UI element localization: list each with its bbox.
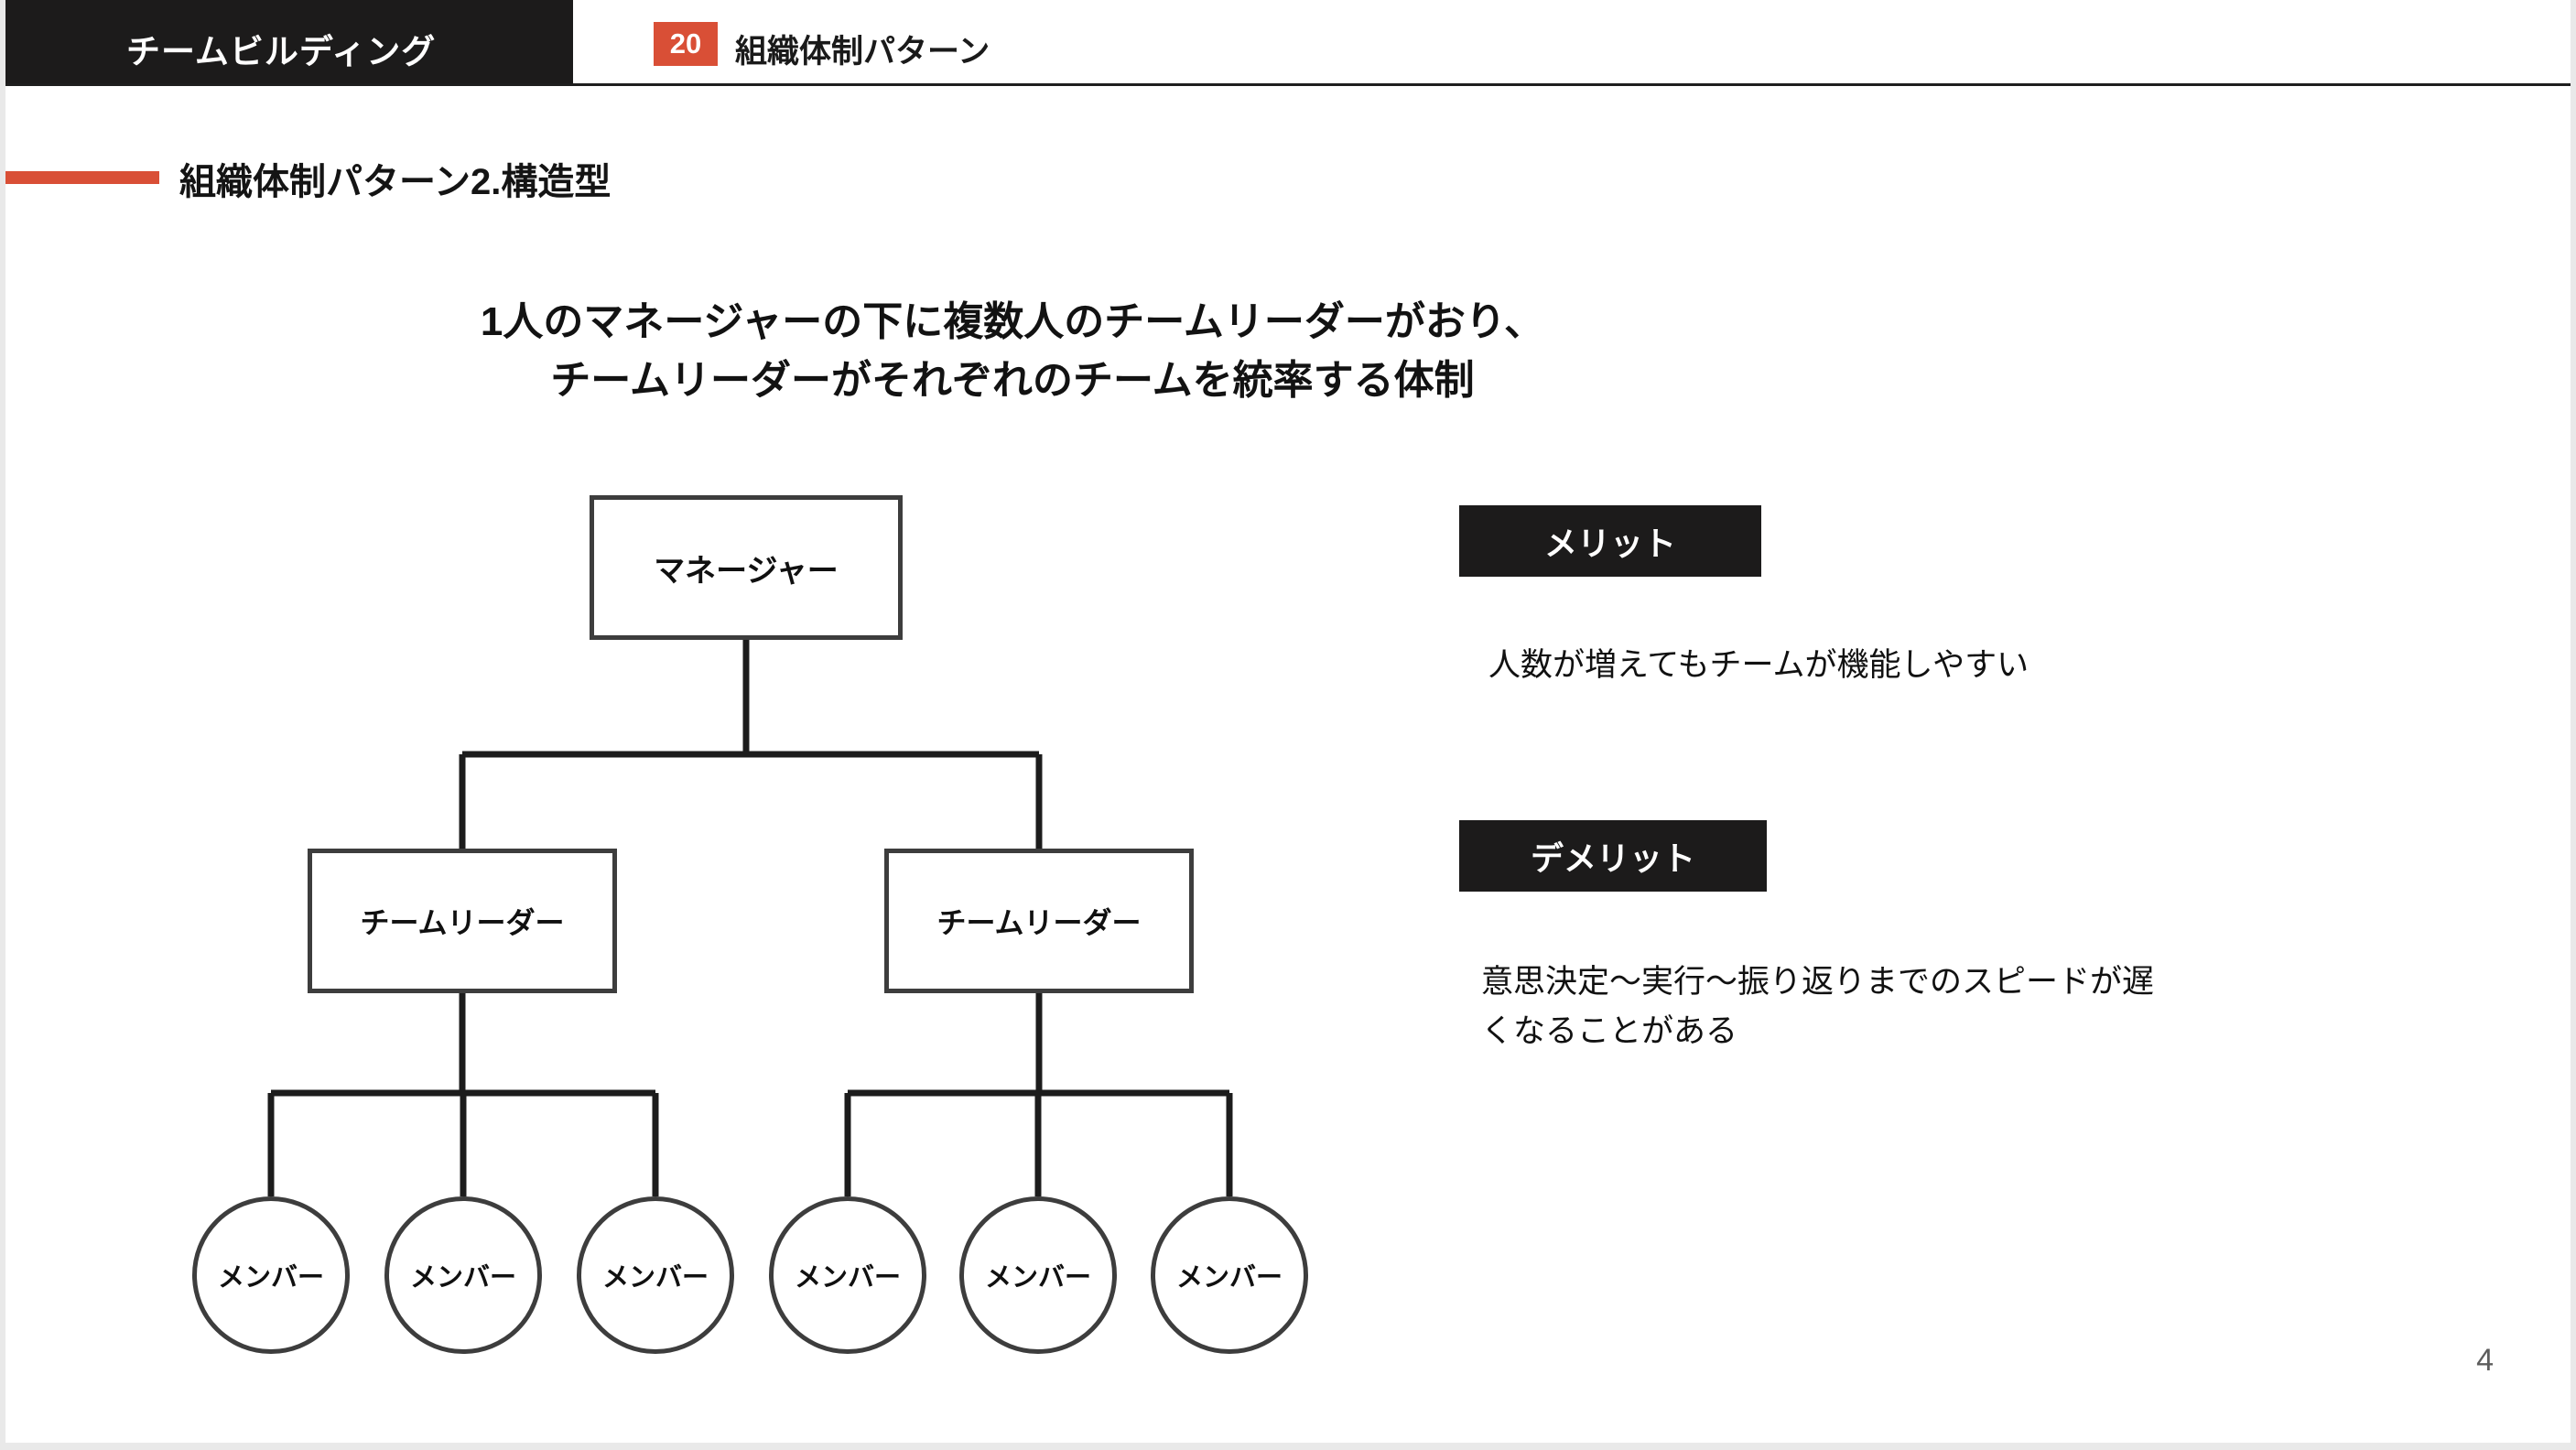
merit-tag: メリット: [1459, 505, 1761, 577]
demerit-tag: デメリット: [1459, 820, 1767, 892]
org-node-team-leader-2: チームリーダー: [884, 849, 1194, 993]
merit-description: 人数が増えてもチームが機能しやすい: [1488, 647, 2029, 683]
demerit-description: 意思決定〜実行〜振り返りまでのスピードが遅 くなることがある: [1481, 958, 2424, 1057]
org-node-member-5: メンバー: [959, 1196, 1117, 1354]
org-node-member-4: メンバー: [769, 1196, 926, 1354]
chapter-title: 組織体制パターン: [735, 34, 990, 70]
org-chart-connectors: [267, 640, 1233, 1196]
org-node-member-6: メンバー: [1151, 1196, 1308, 1354]
page-number: 4: [2476, 1343, 2494, 1378]
org-node-manager: マネージャー: [590, 495, 903, 640]
demerit-description-line-2: くなることがある: [1481, 1013, 1738, 1050]
org-node-member-3: メンバー: [577, 1196, 734, 1354]
lead-heading-line-1: 1人のマネージャーの下に複数人のチームリーダーがおり、: [480, 299, 1545, 344]
slide-header: チームビルディング 20 組織体制パターン: [5, 0, 2571, 86]
lead-heading: 1人のマネージャーの下に複数人のチームリーダーがおり、 チームリーダーがそれぞれ…: [280, 293, 1745, 410]
org-node-team-leader-1: チームリーダー: [308, 849, 617, 993]
org-chart: マネージャー チームリーダー チームリーダー メンバー メンバー メンバー メン…: [5, 0, 1434, 1443]
header-course-label: チームビルディング: [126, 33, 437, 70]
header-left-band: チームビルディング: [5, 0, 573, 83]
section-title: 組織体制パターン2.構造型: [179, 162, 612, 202]
chapter-number-badge: 20: [654, 22, 718, 66]
lead-heading-line-2: チームリーダーがそれぞれのチームを統率する体制: [550, 357, 1475, 403]
demerit-description-line-1: 意思決定〜実行〜振り返りまでのスピードが遅: [1481, 964, 2155, 1000]
section-accent-rule: [5, 171, 159, 184]
org-node-member-2: メンバー: [384, 1196, 542, 1354]
org-node-member-1: メンバー: [192, 1196, 350, 1354]
